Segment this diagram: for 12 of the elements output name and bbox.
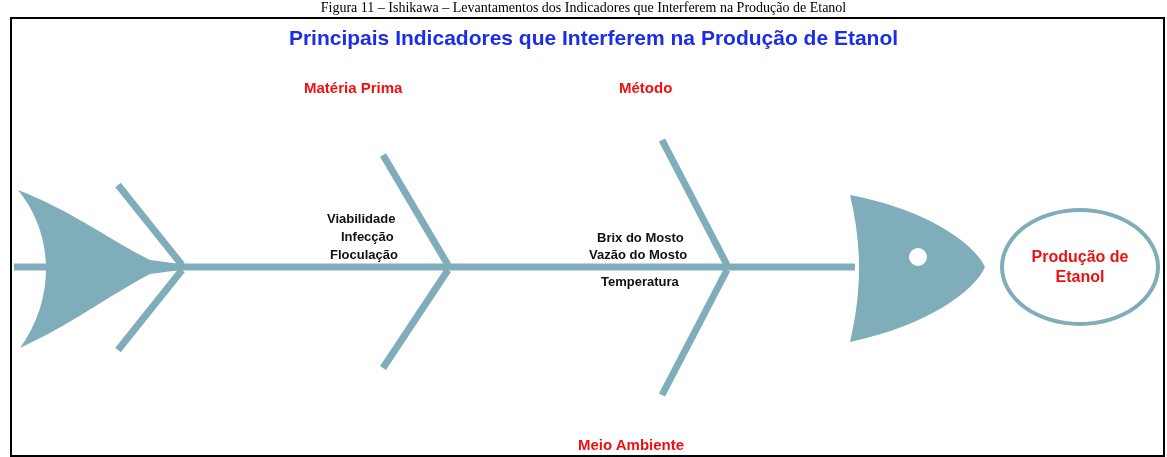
diagram-title: Principais Indicadores que Interferem na Produção de Etanol [287, 26, 900, 50]
figure-caption: Figura 11 – Ishikawa – Levantamentos dos Indicadores que Interferem na Produção de Etanol [319, 0, 848, 16]
cause-label: Floculação [330, 247, 398, 262]
category-label: Matéria Prima [304, 79, 403, 96]
effect-label: Produção de Etanol [1030, 247, 1130, 287]
cause-label: Vazão do Mosto [589, 247, 688, 262]
category-label: Método [619, 79, 673, 96]
category-label: Meio Ambiente [578, 436, 685, 453]
cause-label: Brix do Mosto [597, 230, 684, 245]
cause-label: Infecção [341, 229, 394, 244]
cause-label: Viabilidade [327, 211, 396, 226]
cause-label: Temperatura [601, 274, 679, 289]
